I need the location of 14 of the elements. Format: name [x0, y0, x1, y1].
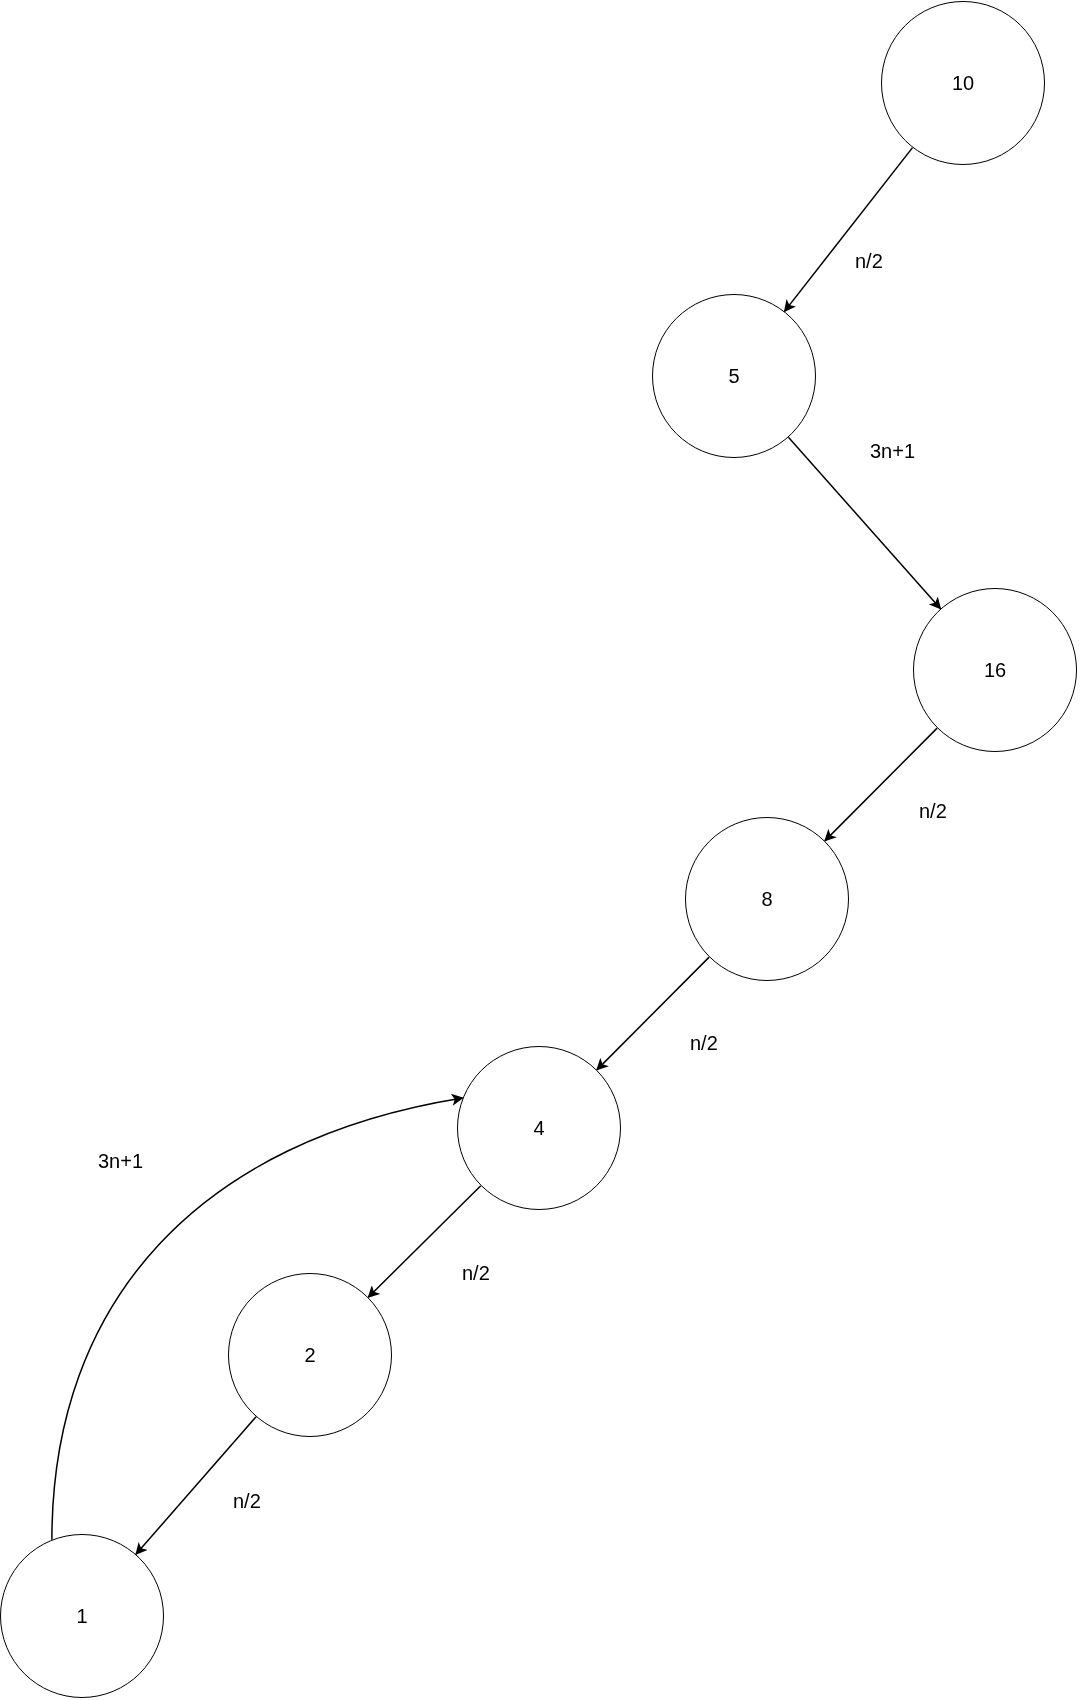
node-number: 4 [533, 1116, 545, 1140]
arrow [787, 436, 942, 610]
arrow [596, 956, 710, 1071]
node-number: 2 [304, 1343, 316, 1367]
arrow [51, 1094, 464, 1541]
arrow [135, 1416, 257, 1555]
node-number: 1 [76, 1604, 88, 1628]
node-number: 8 [761, 887, 773, 911]
arrow [783, 146, 914, 313]
arrow [367, 1185, 482, 1298]
arrow [824, 727, 938, 842]
node-number: 10 [951, 71, 975, 95]
node-number: 16 [983, 658, 1007, 682]
node-number: 5 [728, 364, 740, 388]
